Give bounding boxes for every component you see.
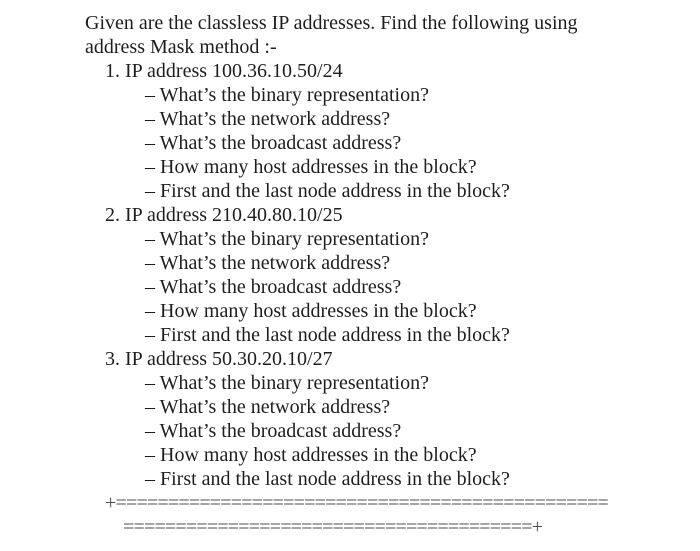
problem-1-question-binary: – What’s the binary representation? xyxy=(145,84,429,106)
problem-3-question-first-last: – First and the last node address in the… xyxy=(145,468,510,490)
problem-1-title: IP address 100.36.10.50/24 xyxy=(125,60,343,82)
separator-line-1: +=======================================… xyxy=(105,492,609,514)
intro-line-2: address Mask method :- xyxy=(85,36,277,58)
problem-2-question-binary: – What’s the binary representation? xyxy=(145,228,429,250)
problem-2-title: IP address 210.40.80.10/25 xyxy=(125,204,343,226)
problem-2-question-first-last: – First and the last node address in the… xyxy=(145,324,510,346)
problem-1-number: 1. xyxy=(105,60,120,82)
intro-line-1: Given are the classless IP addresses. Fi… xyxy=(85,12,578,34)
problem-3-number: 3. xyxy=(105,348,120,370)
separator-line-2: =======================================+ xyxy=(123,516,543,538)
problem-1-header: 1.IP address 100.36.10.50/24 xyxy=(85,59,700,83)
problem-1-question-first-last: – First and the last node address in the… xyxy=(145,180,510,202)
problem-1-question-network: – What’s the network address? xyxy=(145,108,391,130)
problem-2-number: 2. xyxy=(105,204,120,226)
problem-2-question-broadcast: – What’s the broadcast address? xyxy=(145,276,402,298)
problem-3-question-hosts: – How many host addresses in the block? xyxy=(145,444,477,466)
problem-2-header: 2.IP address 210.40.80.10/25 xyxy=(85,203,700,227)
problem-3-question-binary: – What’s the binary representation? xyxy=(145,372,429,394)
problem-3-question-network: – What’s the network address? xyxy=(145,396,391,418)
problem-2-question-hosts: – How many host addresses in the block? xyxy=(145,300,477,322)
problem-2-question-network: – What’s the network address? xyxy=(145,252,391,274)
problem-3-header: 3.IP address 50.30.20.10/27 xyxy=(85,347,700,371)
problem-1-question-hosts: – How many host addresses in the block? xyxy=(145,156,477,178)
problem-1-question-broadcast: – What’s the broadcast address? xyxy=(145,132,402,154)
problem-3-title: IP address 50.30.20.10/27 xyxy=(125,348,333,370)
problem-3-question-broadcast: – What’s the broadcast address? xyxy=(145,420,402,442)
